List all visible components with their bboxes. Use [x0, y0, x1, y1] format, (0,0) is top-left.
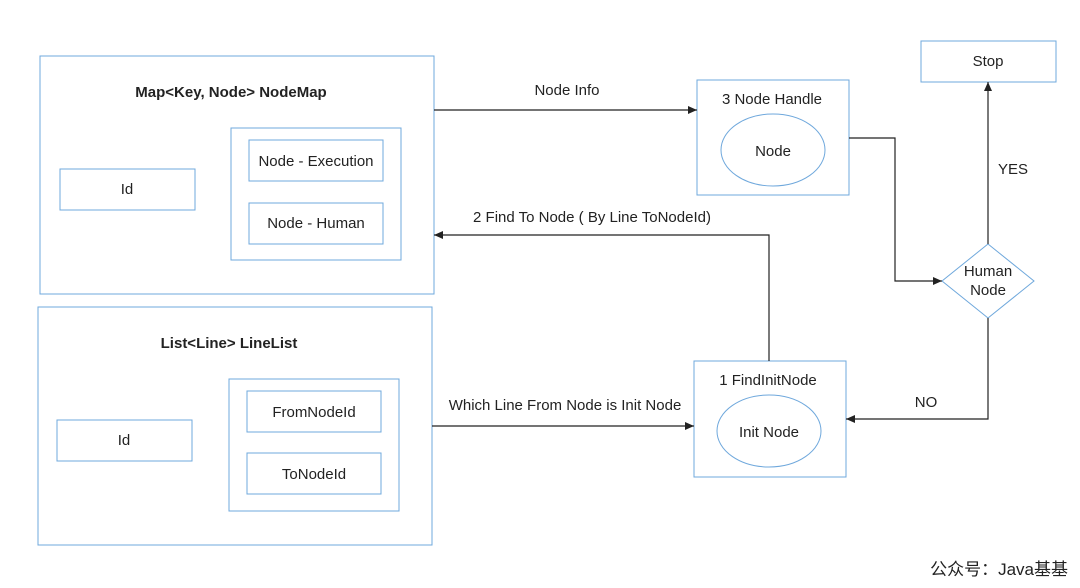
decision-line-2: Node: [970, 282, 1006, 299]
watermark: 公众号：Java基基: [930, 560, 1068, 579]
linelist-title: List<Line> LineList: [161, 335, 298, 352]
linelist-item-from-box: [246, 390, 382, 433]
linelist-id-box: [56, 419, 193, 462]
edge-yes-label: YES: [998, 161, 1028, 178]
edge-no-label: NO: [915, 394, 938, 411]
nodemap-item-human-box: [248, 202, 384, 245]
nodemap-id-box: [59, 168, 196, 211]
nodemap-id-label: Id: [121, 181, 134, 198]
find-init-node-box: 1 FindInitNode Init Node: [693, 360, 847, 478]
linelist-container: List<Line> LineList Id FromNodeId ToNode…: [37, 306, 433, 546]
linelist-item-from: FromNodeId: [272, 404, 355, 421]
decision-line-1: Human: [964, 263, 1012, 280]
edge-find-to-node: [434, 231, 770, 361]
nodemap-title: Map<Key, Node> NodeMap: [135, 84, 326, 101]
stop-box: [920, 40, 1057, 83]
node-handle-title: 3 Node Handle: [722, 91, 822, 108]
linelist-item-to: ToNodeId: [282, 466, 346, 483]
find-init-ellipse: [716, 394, 822, 468]
edge-to-decision: [849, 137, 942, 285]
edge-node-info-label: Node Info: [534, 82, 599, 99]
linelist-item-to-box: [246, 452, 382, 495]
find-init-title: 1 FindInitNode: [719, 372, 817, 389]
linelist-id-label: Id: [118, 432, 131, 449]
nodemap-item-execution-box: [248, 139, 384, 182]
edge-find-to-node-label: 2 Find To Node ( By Line ToNodeId): [473, 209, 711, 226]
edge-which-line-label: Which Line From Node is Init Node: [449, 397, 682, 414]
find-init-inner: Init Node: [739, 424, 799, 441]
stop-label: Stop: [973, 53, 1004, 70]
nodemap-item-human: Node - Human: [267, 215, 365, 232]
human-node-decision: [941, 243, 1035, 319]
nodemap-item-execution: Node - Execution: [258, 153, 373, 170]
node-handle-box: 3 Node Handle Node: [696, 79, 850, 196]
nodemap-container: Map<Key, Node> NodeMap Id Node - Executi…: [39, 55, 435, 295]
node-handle-ellipse: [720, 113, 826, 187]
node-handle-inner: Node: [755, 143, 791, 160]
edge-no: [846, 318, 989, 423]
